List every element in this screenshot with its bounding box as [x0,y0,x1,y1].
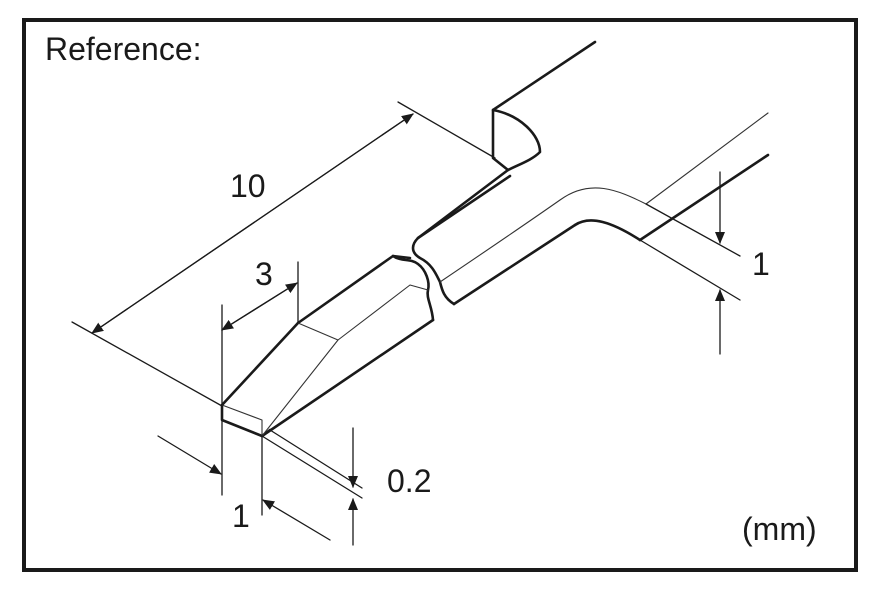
shank-lower-edge [260,318,435,438]
right-rod-bottom [638,153,770,242]
rear-shaft-bottom [452,223,577,306]
rear-shaft-top [416,174,512,240]
shoulder-outline [491,40,597,172]
ext-line-02-top [269,429,363,489]
dim-line-1b-left-arrow [157,435,222,475]
reference-title: Reference: [45,31,202,67]
dimension-label-thickness: 1 [752,246,770,282]
dim-line-10-start [91,113,414,334]
part-detail-lines [221,112,769,437]
dimension-lines [71,101,741,546]
shoulder-curve [491,108,542,172]
unit-label: (mm) [742,511,817,547]
tip-face-edge [221,404,263,437]
part-outline [220,40,770,438]
dim-line-3-start [221,282,298,331]
break-left [391,254,435,322]
break-right [411,236,456,306]
ext-line-10-bottom [71,321,223,407]
taper-ridge [261,322,339,437]
dimension-label-overall-length: 10 [230,168,266,204]
rear-shaft-ridge [439,112,769,283]
ext-line-1r-top [645,203,741,257]
dimension-label-tip-thickness: 0.2 [387,463,432,499]
tip-face [220,403,272,438]
shank-upper-edge [296,254,412,325]
dimension-label-tip-width: 1 [232,498,250,534]
ext-line-1r-bottom [639,239,741,301]
ext-line-10-top [397,101,496,159]
dim-line-1b-right-arrow [262,499,331,541]
bend-lower [573,219,642,242]
ext-line-02-bottom [261,435,363,499]
taper-top-edge [220,321,300,407]
dimension-label-taper-length: 3 [255,256,273,292]
shank-ridge [337,284,429,341]
